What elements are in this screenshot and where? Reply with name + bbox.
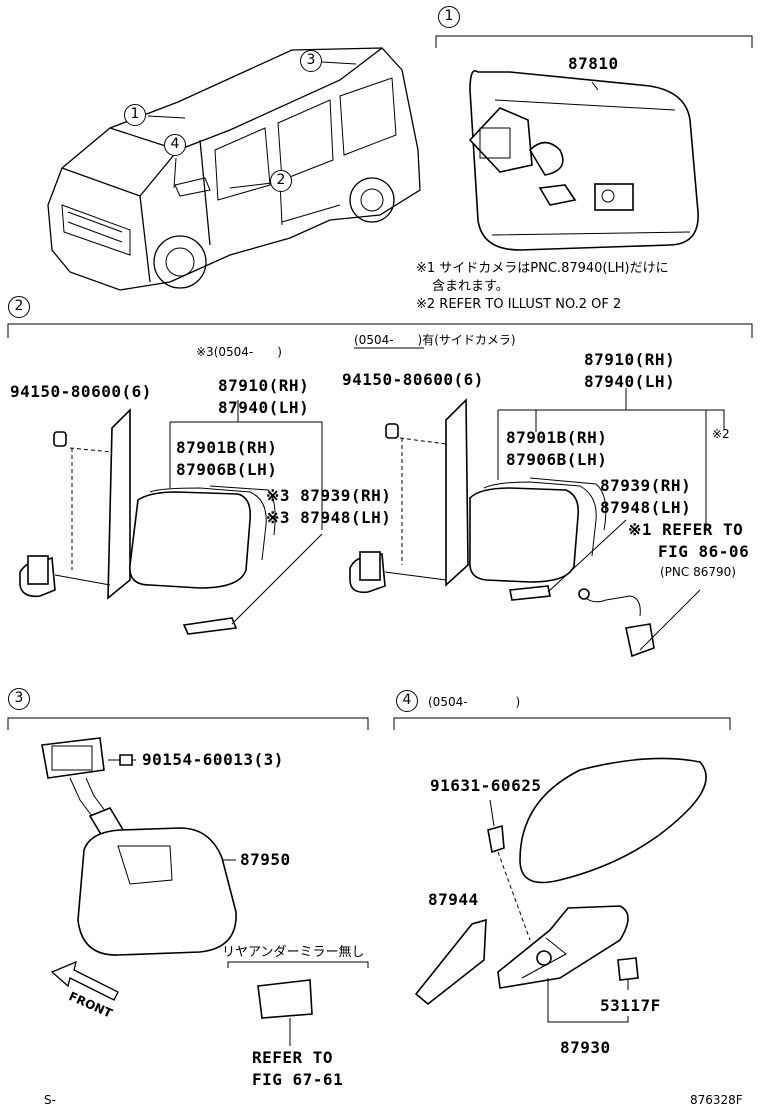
section-marker-4: 4 (396, 690, 418, 712)
outer-mirror-left-drawing (19, 400, 323, 635)
rear-view-mirror-assy-part-number: 87930 (560, 1038, 611, 1057)
left-glass-rh-part-number: 87901B(RH) (176, 438, 278, 457)
footer-left-code: S- (44, 1093, 56, 1107)
camera-reference-line1: ※1 REFER TO (628, 520, 744, 539)
left-glass-lh-part-number: 87906B(LH) (176, 460, 278, 479)
section-marker-2: 2 (8, 296, 30, 318)
side-camera-note-line1: ※1 サイドカメラはPNC.87940(LH)だけに (416, 261, 669, 276)
screw-part-number: 90154-60013(3) (142, 750, 284, 769)
inner-mirror-drawing (435, 35, 753, 251)
section2-frame (7, 323, 753, 349)
right-glass-lh-part-number: 87906B(LH) (506, 450, 608, 469)
section-marker-1: 1 (438, 6, 460, 28)
right-mirror-lh-part-number: 87940(LH) (584, 372, 676, 391)
vehicle-callout-2: 2 (270, 170, 292, 192)
left-mirror-rh-part-number: 87910(RH) (218, 376, 310, 395)
right-bolt-part-number: 94150-80600(6) (342, 370, 484, 389)
right-note2-mark: ※2 (712, 427, 730, 441)
right-lamp-rh-part-number: 87939(RH) (600, 476, 692, 495)
left-bolt-part-number: 94150-80600(6) (10, 382, 152, 401)
garnish-reference-line1: REFER TO (252, 1048, 334, 1067)
vehicle-callout-3: 3 (300, 50, 322, 72)
rear-under-mirror-part-number: 87950 (240, 850, 291, 869)
footer-illustration-code: 876328F (690, 1093, 743, 1107)
vehicle-illustration (47, 47, 421, 291)
mirror-nut-part-number: 53117F (600, 996, 661, 1015)
left-mirror-lh-part-number: 87940(LH) (218, 398, 310, 417)
right-glass-rh-part-number: 87901B(RH) (506, 428, 608, 447)
camera-reference-line2: FIG 86-06 (658, 542, 750, 561)
section2-right-header: (0504- )有(サイドカメラ) (354, 333, 516, 347)
illust-reference-note: ※2 REFER TO ILLUST NO.2 OF 2 (416, 297, 622, 312)
vehicle-callout-1: 1 (124, 104, 146, 126)
garnish-reference-line2: FIG 67-61 (252, 1070, 344, 1089)
mirror-cover-part-number: 87944 (428, 890, 479, 909)
left-lamp-rh-part-number: ※3 87939(RH) (266, 486, 392, 505)
right-lamp-lh-part-number: 87948(LH) (600, 498, 692, 517)
camera-reference-line3: (PNC 86790) (660, 565, 736, 579)
mirror-bolt-part-number: 91631-60625 (430, 776, 542, 795)
right-mirror-rh-part-number: 87910(RH) (584, 350, 676, 369)
rear-view-mirror-drawing (393, 717, 731, 1023)
section2-left-header: ※3(0504- ) (196, 345, 282, 359)
vehicle-callout-4: 4 (164, 134, 186, 156)
no-rear-under-mirror-note: リヤアンダーミラー無し (222, 945, 365, 960)
section-marker-3: 3 (8, 688, 30, 710)
left-lamp-lh-part-number: ※3 87948(LH) (266, 508, 392, 527)
outer-mirror-right-drawing (349, 388, 725, 658)
section4-header: (0504- ) (428, 695, 521, 709)
rear-under-mirror-drawing (7, 717, 369, 1046)
inner-mirror-part-number: 87810 (568, 54, 619, 73)
side-camera-note-line2: 含まれます。 (432, 279, 509, 294)
